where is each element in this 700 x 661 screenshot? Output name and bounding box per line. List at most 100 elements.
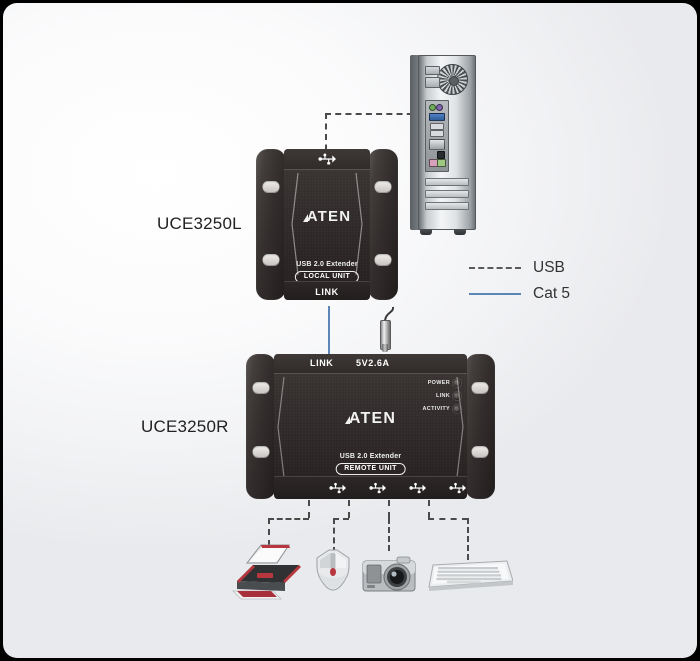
ps2-mouse-port-icon — [436, 104, 443, 111]
tower-rear-face — [418, 55, 476, 230]
power-adapter-plug — [374, 306, 396, 354]
keyboard[interactable] — [427, 559, 513, 593]
mount-hole — [374, 254, 392, 265]
led-activity-indicator — [453, 405, 461, 413]
led-power: POWER — [428, 379, 461, 387]
usb-line-keyboard-horizontal — [428, 518, 468, 520]
usb-line-printer-drop — [268, 518, 270, 546]
aten-logo-triangle-icon — [302, 214, 308, 222]
remote-unit-badge: REMOTE UNIT — [335, 463, 406, 475]
usb-port-pair-icon-2 — [430, 130, 444, 137]
mount-hole — [374, 181, 392, 192]
remote-unit-model-text: USB 2.0 Extender — [339, 453, 402, 460]
diagram-canvas: UCE3250L — [3, 3, 697, 658]
usb-icon[interactable] — [449, 482, 466, 494]
usb-line-port1-drop — [308, 500, 310, 518]
mouse[interactable] — [313, 548, 353, 598]
body-accent-lines — [277, 376, 464, 478]
computer-tower[interactable] — [410, 55, 476, 235]
remote-unit-power-label: 5V2.6A — [356, 358, 390, 368]
io-port-panel — [425, 100, 449, 172]
usb-line-mouse-drop — [333, 518, 335, 553]
usb-port-pair-icon — [430, 123, 444, 130]
mount-bracket-right — [368, 149, 398, 300]
mount-hole — [252, 382, 270, 393]
local-unit-model-text: USB 2.0 Extender — [296, 261, 358, 268]
mount-hole — [471, 382, 489, 393]
cat5-line-local-to-remote — [328, 306, 330, 354]
tower-foot-right — [454, 229, 466, 235]
legend: USB Cat 5 — [469, 255, 570, 307]
local-unit-body: ATEN USB 2.0 Extender LOCAL UNIT — [284, 149, 370, 300]
usb-icon[interactable] — [409, 482, 426, 494]
fan-grille-icon — [437, 64, 468, 95]
usb-line-pc-to-local-vertical — [325, 113, 327, 161]
led-link-indicator — [453, 392, 461, 400]
mount-hole — [471, 446, 489, 457]
expansion-slot — [425, 190, 469, 198]
legend-swatch-cat5 — [469, 293, 521, 295]
led-activity-label: ACTIVITY — [422, 406, 450, 412]
usb-icon[interactable] — [329, 482, 346, 494]
aten-logo-triangle-icon — [344, 416, 350, 424]
local-extender-unit[interactable]: ATEN USB 2.0 Extender LOCAL UNIT LINK — [256, 149, 398, 300]
mount-hole — [252, 446, 270, 457]
legend-item-usb: USB — [469, 255, 570, 281]
usb-line-pc-to-local-horizontal — [325, 113, 423, 115]
usb-line-port4-drop — [428, 500, 430, 518]
legend-label-cat5: Cat 5 — [533, 285, 571, 302]
usb-line-mouse-horizontal — [333, 518, 349, 520]
aten-logo: ATEN — [274, 410, 467, 428]
expansion-slot — [425, 178, 469, 186]
aten-logo: ATEN — [284, 208, 370, 225]
legend-item-cat5: Cat 5 — [469, 281, 570, 307]
legend-label-usb: USB — [533, 259, 565, 276]
remote-unit-link-label: LINK — [310, 358, 334, 368]
local-unit-link-label: LINK — [315, 287, 339, 297]
printer[interactable] — [231, 541, 305, 601]
led-activity: ACTIVITY — [423, 405, 461, 413]
tower-badge-1 — [425, 66, 440, 75]
usb-line-printer-horizontal — [268, 518, 309, 520]
power-cable-icon — [384, 306, 395, 323]
led-link: LINK — [436, 392, 461, 400]
tower-foot-left — [420, 229, 432, 235]
mount-bracket-left — [256, 149, 286, 300]
remote-unit-port-strip — [274, 476, 467, 499]
usb-line-port3-drop — [388, 500, 390, 518]
camera[interactable] — [361, 551, 417, 595]
aten-logo-text: ATEN — [348, 410, 397, 427]
body-accent-lines — [291, 172, 363, 276]
mount-bracket-left — [246, 354, 276, 499]
led-link-label: LINK — [435, 393, 450, 399]
led-power-label: POWER — [427, 380, 450, 386]
local-unit-name-label: UCE3250L — [157, 214, 242, 233]
ethernet-port-icon — [437, 151, 445, 159]
remote-unit-body: POWER LINK ACTIVITY ATEN USB 2.0 Extende… — [274, 354, 467, 499]
printer-lid — [245, 544, 290, 564]
plug-tip — [381, 344, 388, 352]
mount-bracket-right — [465, 354, 495, 499]
usb-icon — [318, 153, 336, 165]
local-unit-bottom-strip — [284, 281, 370, 300]
remote-extender-unit[interactable]: POWER LINK ACTIVITY ATEN USB 2.0 Extende… — [246, 354, 495, 499]
remote-unit-top-strip — [274, 354, 467, 374]
usb-line-port2-drop — [348, 500, 350, 518]
parallel-port-icon — [429, 139, 445, 150]
vga-port-icon — [429, 113, 445, 121]
usb-line-keyboard-drop — [467, 518, 469, 560]
audio-line-out-jack-icon — [437, 159, 446, 167]
usb-icon[interactable] — [369, 482, 386, 494]
expansion-slot — [425, 202, 469, 210]
remote-unit-name-label: UCE3250R — [141, 417, 229, 436]
mount-hole — [262, 181, 280, 192]
legend-swatch-usb — [469, 267, 521, 269]
led-power-indicator — [453, 379, 461, 387]
ps2-keyboard-port-icon — [429, 104, 436, 111]
tower-side-panel — [410, 55, 420, 230]
aten-logo-text: ATEN — [306, 208, 352, 225]
mount-hole — [262, 254, 280, 265]
usb-line-camera-drop — [388, 518, 390, 551]
tower-badge-2 — [425, 77, 440, 88]
expansion-slots — [425, 178, 469, 210]
